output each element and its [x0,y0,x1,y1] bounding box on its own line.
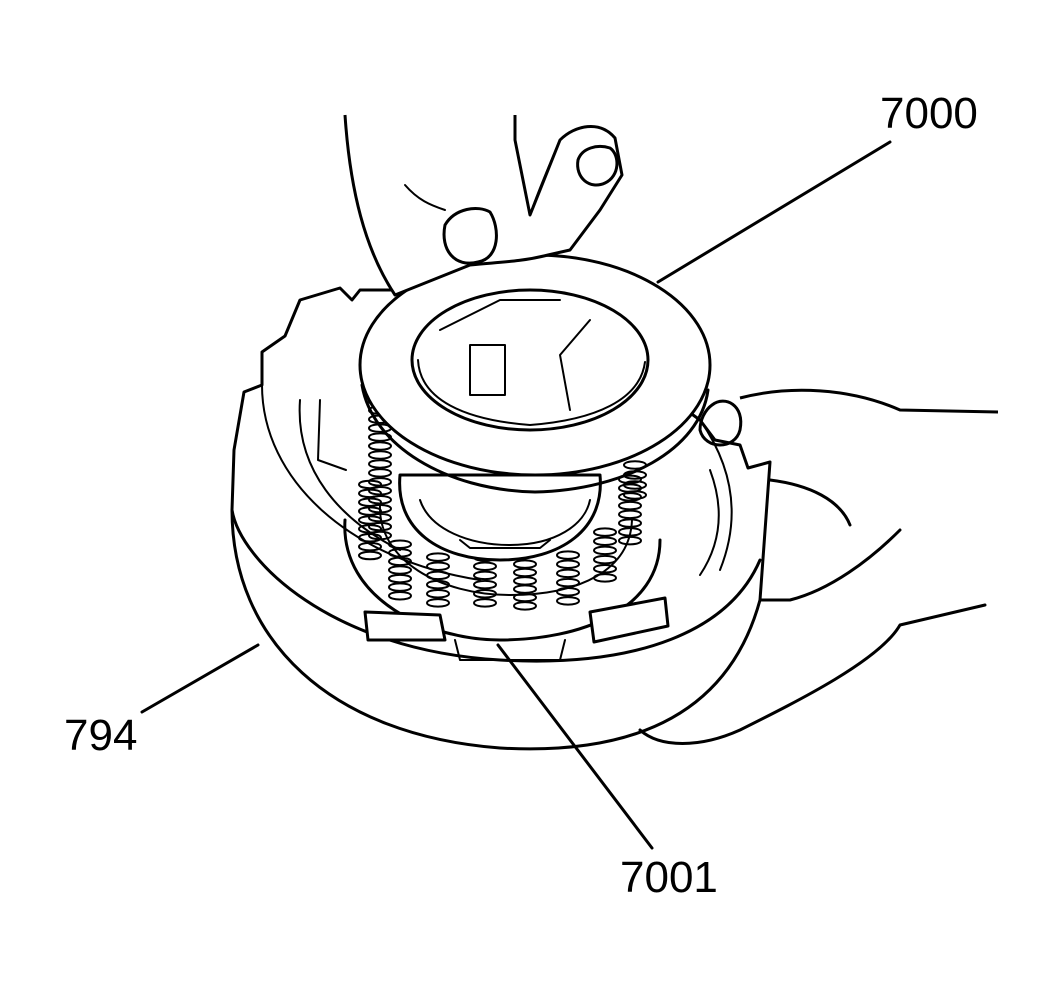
coil-spring [426,552,450,608]
leader-line-794 [140,643,260,714]
leader-lines [140,140,892,850]
coil-spring [358,479,382,561]
leader-line-7000 [656,140,892,284]
coil-spring [388,539,412,601]
inner-hub [398,473,602,562]
upper-hand [343,114,624,297]
coil-spring [593,527,617,583]
leader-line-7001 [496,643,654,850]
coil-spring [556,550,580,606]
callout-label-7000: 7000 [880,89,978,138]
lower-hand [638,388,999,745]
callout-label-7001: 7001 [620,853,718,902]
coil-spring [513,559,537,611]
callout-label-794: 794 [64,711,137,760]
spring-retainer-ring [358,253,712,494]
